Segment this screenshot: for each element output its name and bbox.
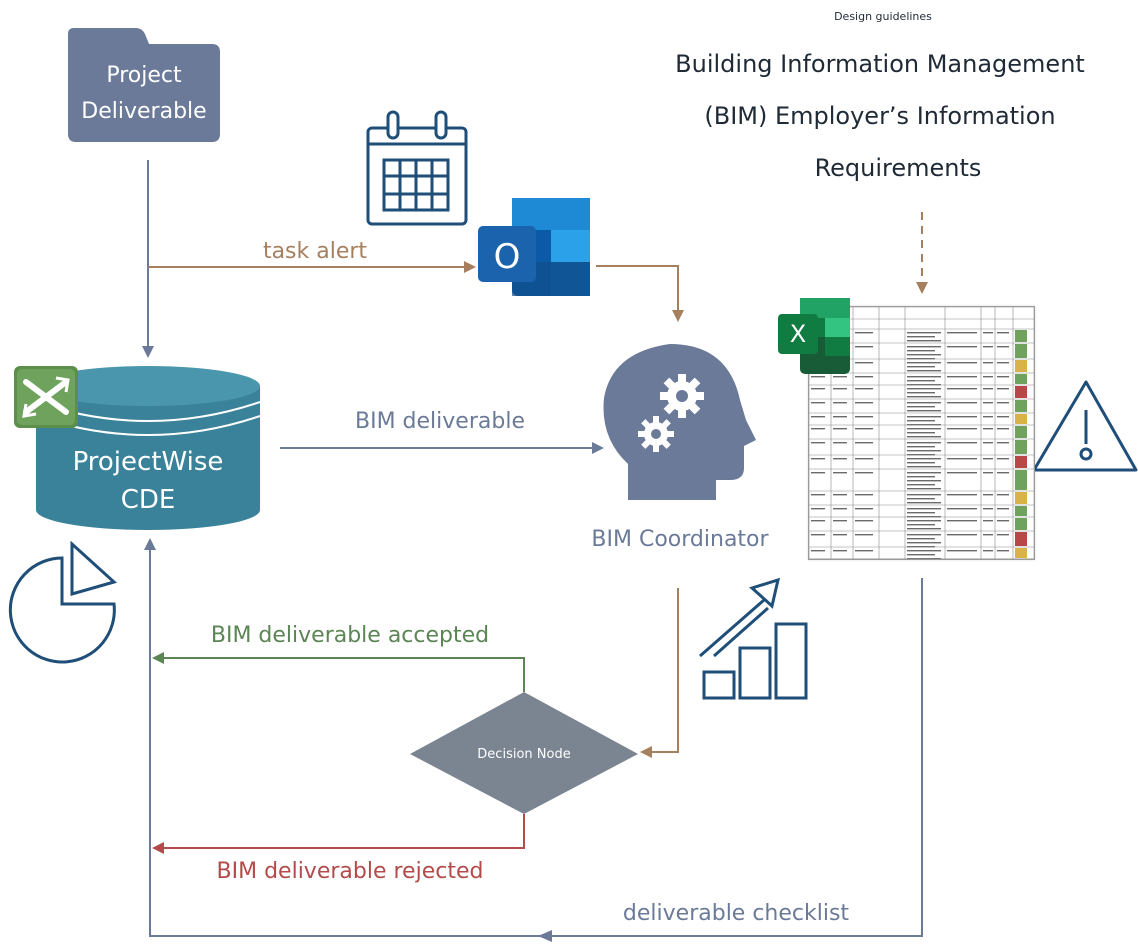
cde-line2: CDE [121,485,176,515]
edge-label-task-alert: task alert [263,239,367,264]
edge-accepted [152,652,525,692]
outlook-icon: O [478,198,590,296]
decision-node [410,692,638,814]
header-kicker: Design guidelines [834,10,932,23]
decision-label: Decision Node [477,747,570,762]
cde-database [35,366,261,530]
checklist-spreadsheet-thumbnail [808,306,1035,560]
coordinator-label: BIM Coordinator [591,527,769,552]
folder-icon [68,28,220,142]
header-title-line3: Requirements [815,154,982,182]
edge-checklist [144,538,923,937]
project-deliverable-line2: Deliverable [81,99,206,124]
project-deliverable-line1: Project [106,63,182,88]
edge-rejected [152,814,525,854]
warning-icon [1032,380,1138,472]
checklist-arrow-head [538,930,552,942]
excel-letter: X [790,320,806,348]
excel-icon: X [778,298,850,374]
edge-label-checklist: deliverable checklist [623,901,850,926]
header-title-line1: Building Information Management [675,50,1085,78]
edge-label-bim-deliverable: BIM deliverable [355,409,525,434]
outlook-letter: O [494,237,521,277]
pie-chart-icon [8,540,118,664]
edge-label-accepted: BIM deliverable accepted [211,623,489,648]
growth-chart-icon [699,577,808,700]
projectwise-icon [14,366,78,428]
header-title-line2: (BIM) Employer’s Information [704,102,1055,130]
edge-outlook-to-coordinator [596,265,684,322]
cde-line1: ProjectWise [73,447,224,477]
head-gears-icon [603,344,756,500]
edge-coordinator-to-decision [640,588,679,758]
edge-label-rejected: BIM deliverable rejected [217,859,484,884]
calendar-icon [366,110,468,226]
